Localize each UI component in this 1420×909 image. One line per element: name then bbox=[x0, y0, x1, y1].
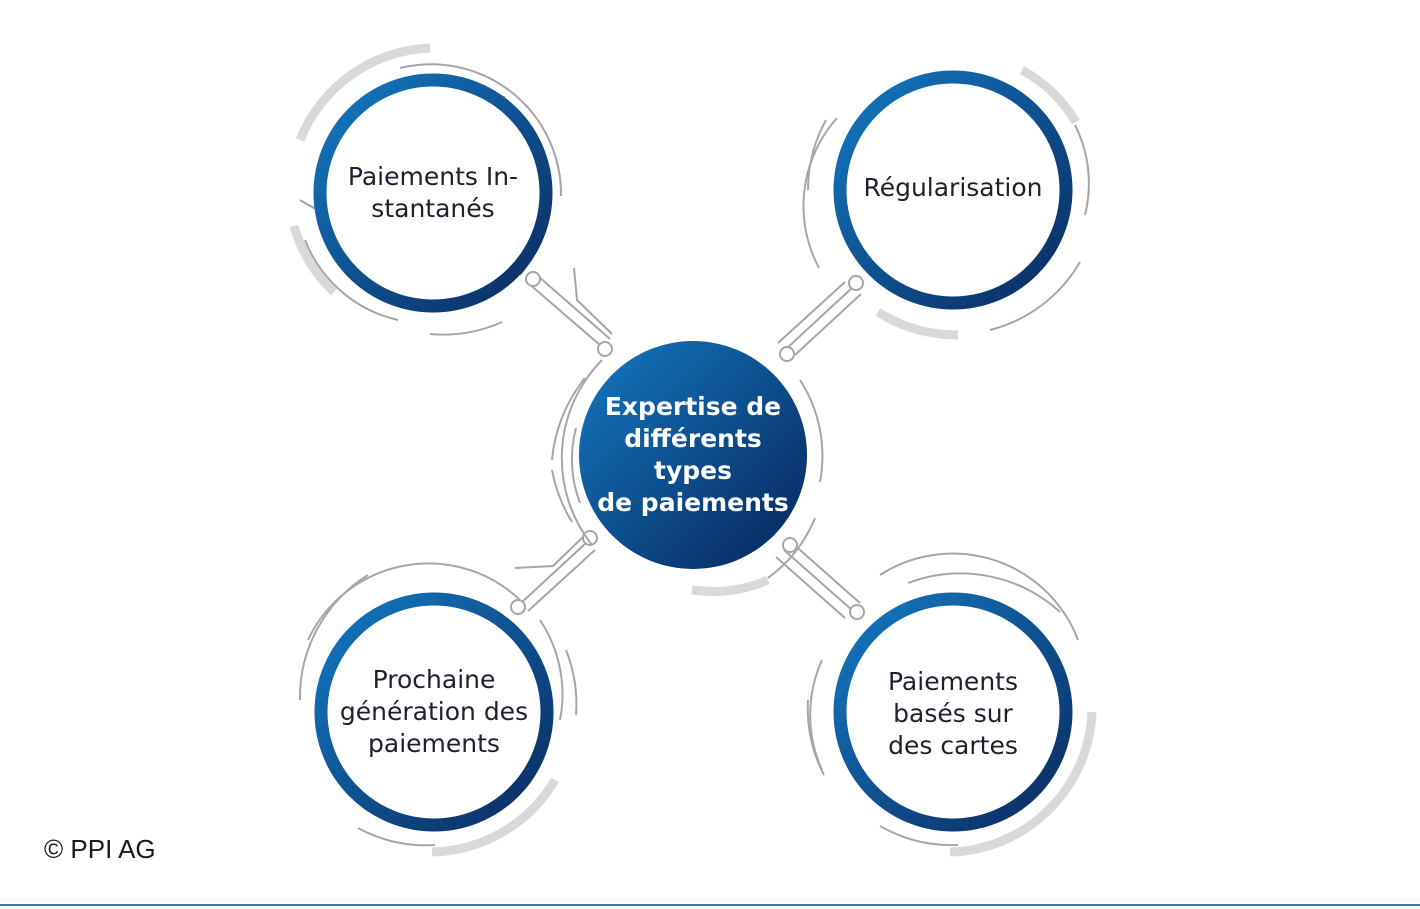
outer-ring-arc bbox=[989, 261, 1081, 331]
node-label-regularisation: Régularisation bbox=[863, 173, 1043, 202]
center-label: Expertise de différents types de paiemen… bbox=[597, 392, 789, 517]
outer-ring-arc bbox=[806, 699, 825, 776]
connector-lines bbox=[514, 267, 862, 619]
outer-ring-arc bbox=[304, 239, 399, 321]
outer-ring-arc bbox=[767, 517, 816, 579]
node-instant-payments bbox=[289, 43, 563, 336]
outer-ring-arc bbox=[565, 649, 578, 716]
thick-gray-arc bbox=[431, 777, 559, 857]
node-next-generation bbox=[298, 562, 578, 857]
outer-ring-arc bbox=[807, 119, 827, 191]
outer-ring-arc bbox=[560, 359, 603, 546]
node-label-card-payments: Paiements basés sur des cartes bbox=[887, 667, 1018, 760]
thick-gray-arc bbox=[949, 711, 1097, 857]
node-label-instant-payments: Paiements In- stantanés bbox=[347, 162, 519, 223]
node-ring bbox=[313, 73, 553, 313]
outer-ring-arc bbox=[570, 427, 581, 504]
outer-ring-arc bbox=[399, 63, 563, 197]
outer-ring-arc bbox=[907, 572, 1061, 613]
outer-ring-arc bbox=[298, 574, 369, 701]
thick-gray-arc bbox=[691, 575, 770, 596]
outer-ring-arc bbox=[307, 562, 521, 641]
copyright-text: © PPI AG bbox=[44, 834, 156, 864]
outer-ring-arc bbox=[551, 469, 573, 523]
thick-gray-arc bbox=[295, 43, 431, 142]
outer-ring-arc bbox=[799, 379, 824, 483]
node-ring bbox=[314, 592, 554, 832]
outer-ring-arc bbox=[879, 825, 959, 847]
outer-ring-arc bbox=[1074, 124, 1090, 216]
connector-joints bbox=[510, 271, 865, 620]
thick-gray-arc bbox=[1019, 66, 1080, 125]
outer-ring-arc bbox=[879, 552, 1079, 641]
node-label-next-generation: Prochaine génération des paiements bbox=[339, 665, 529, 758]
thick-gray-arc bbox=[289, 224, 338, 296]
outer-ring-arc bbox=[357, 827, 436, 847]
outer-ring-arc bbox=[809, 659, 823, 771]
outer-ring-arc bbox=[429, 321, 503, 336]
node-regularisation bbox=[802, 66, 1090, 340]
thick-gray-arc bbox=[875, 308, 959, 340]
outer-ring-arc bbox=[539, 619, 564, 721]
outer-ring-arc bbox=[551, 377, 586, 461]
node-ring bbox=[833, 592, 1073, 832]
center-node bbox=[551, 341, 824, 596]
node-card-payments bbox=[806, 552, 1097, 857]
bottom-divider bbox=[0, 904, 1420, 906]
outer-ring-arc bbox=[802, 117, 838, 269]
center-disc bbox=[579, 341, 807, 569]
node-ring bbox=[833, 70, 1073, 310]
